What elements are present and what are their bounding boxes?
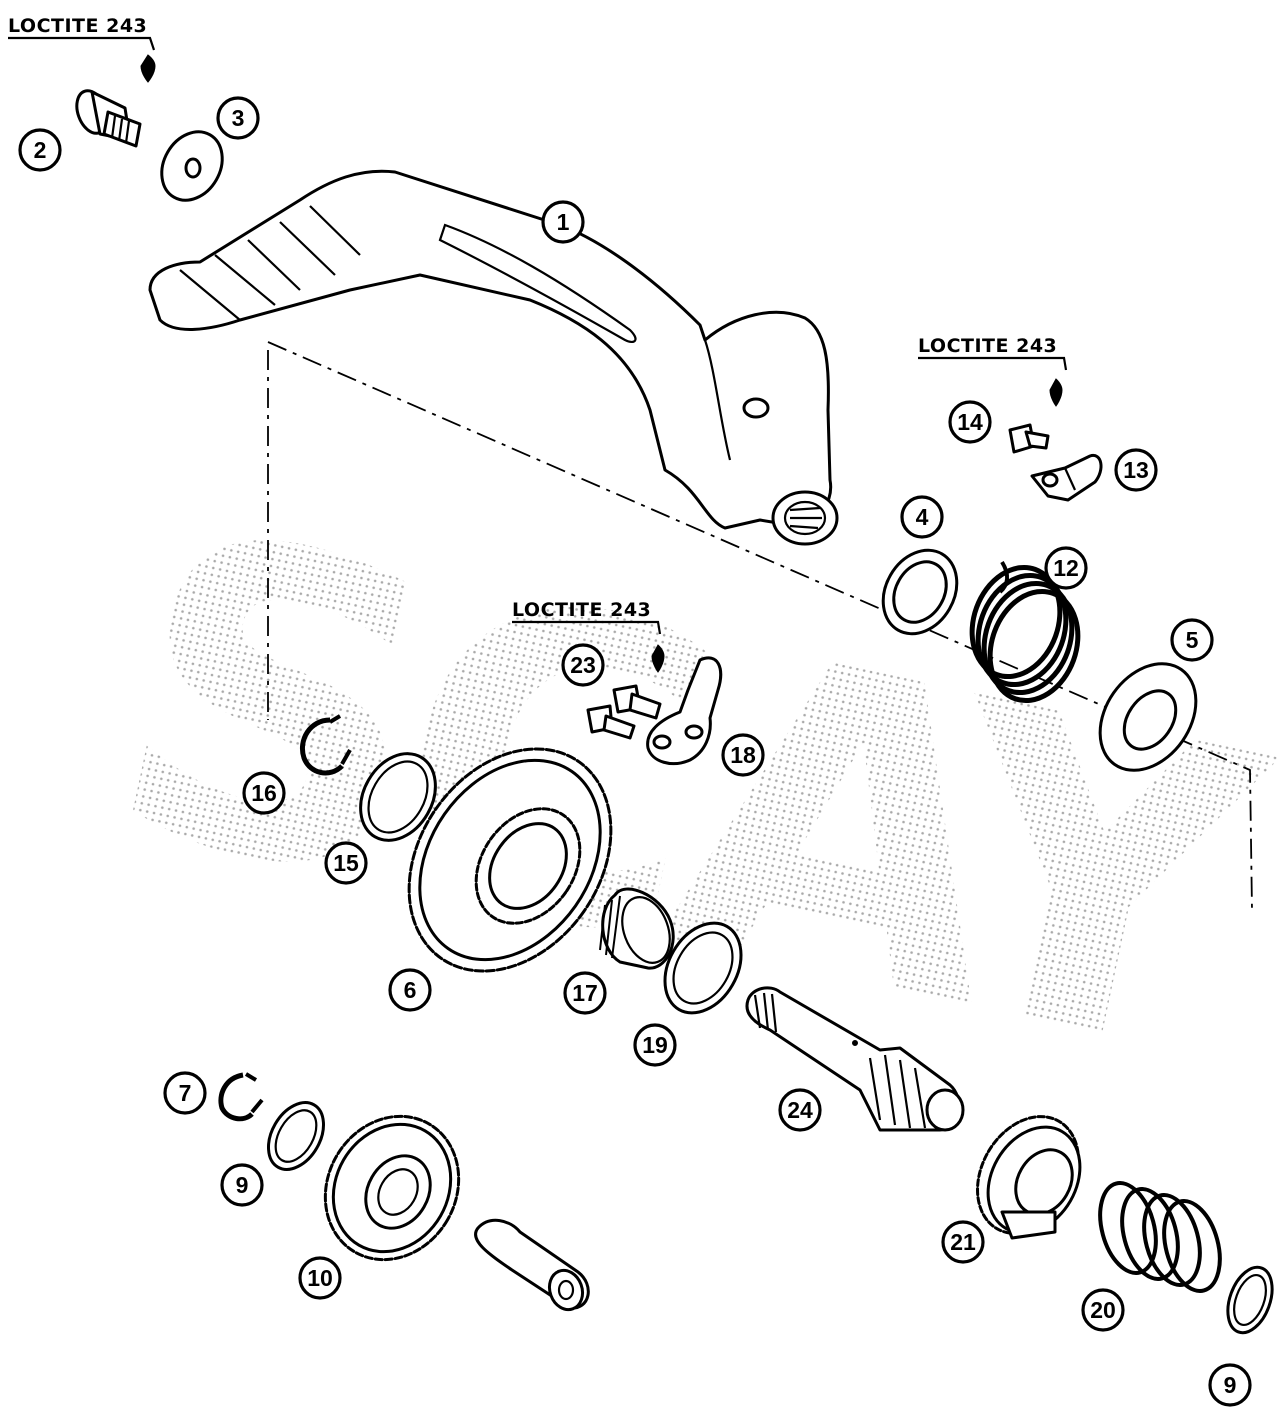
callout-19: 19 — [633, 1023, 677, 1067]
callout-number: 10 — [307, 1265, 333, 1291]
kick-spring-12 — [969, 560, 1081, 704]
bushing — [474, 1218, 590, 1312]
callout-number: 23 — [570, 652, 596, 678]
callout-number: 12 — [1053, 555, 1079, 581]
callout-circle — [541, 200, 585, 244]
callout-circle — [324, 841, 368, 885]
screws-23 — [586, 684, 662, 740]
ratchet-guide-18 — [646, 656, 723, 765]
callout-circle — [1170, 618, 1214, 662]
callout-circle — [561, 643, 605, 687]
callout-number: 14 — [957, 409, 983, 435]
callout-number: 4 — [916, 504, 929, 530]
callout-circle — [1044, 546, 1088, 590]
callout-21: 21 — [941, 1220, 985, 1264]
thrust-washer-5 — [1098, 662, 1198, 772]
callout-number: 1 — [557, 209, 570, 235]
callout-9: 9 — [1208, 1363, 1252, 1407]
callout-1: 1 — [541, 200, 585, 244]
washer-15 — [359, 752, 437, 842]
callout-circle — [1081, 1288, 1125, 1332]
callout-13: 13 — [1114, 448, 1158, 492]
callout-circle — [163, 1071, 207, 1115]
callout-circle — [941, 1220, 985, 1264]
callout-12: 12 — [1044, 546, 1088, 590]
kick-gear-6 — [407, 747, 613, 973]
callout-number: 20 — [1090, 1297, 1116, 1323]
screw-14 — [1008, 423, 1050, 454]
callout-circle — [778, 1088, 822, 1132]
ratchet-wheel-21 — [976, 1115, 1082, 1240]
callout-circle — [563, 971, 607, 1015]
washer-9-right — [1226, 1265, 1274, 1335]
callout-circle — [948, 400, 992, 444]
callout-circle — [242, 771, 286, 815]
callout-number: 9 — [236, 1172, 249, 1198]
washer-9-left — [267, 1101, 325, 1171]
kick-shaft-24 — [745, 986, 965, 1132]
callout-number: 7 — [179, 1080, 192, 1106]
callout-circle — [388, 968, 432, 1012]
callout-number: 16 — [251, 780, 277, 806]
circlip-16 — [300, 714, 352, 776]
assembly-axis-lines — [267, 341, 1253, 911]
callout-circle — [1114, 448, 1158, 492]
callout-10: 10 — [298, 1256, 342, 1300]
callout-circle — [298, 1256, 342, 1300]
loctite-label: LOCTITE 243 — [512, 599, 651, 621]
callout-number: 21 — [950, 1229, 976, 1255]
needle-bearing-17 — [599, 887, 675, 970]
callout-2: 2 — [18, 128, 62, 172]
callout-number: 2 — [34, 137, 47, 163]
kick-starter-lever — [148, 169, 839, 546]
callout-3: 3 — [216, 96, 260, 140]
callout-9: 9 — [220, 1163, 264, 1207]
ratchet-spring-20 — [1098, 1181, 1222, 1293]
callout-7: 7 — [163, 1071, 207, 1115]
loctite-label: LOCTITE 243 — [918, 335, 1057, 357]
idler-gear-10 — [323, 1114, 461, 1262]
callout-6: 6 — [388, 968, 432, 1012]
callout-circle — [1208, 1363, 1252, 1407]
callout-23: 23 — [561, 643, 605, 687]
washer-19 — [663, 921, 743, 1015]
callout-number: 19 — [642, 1032, 668, 1058]
callout-circle — [216, 96, 260, 140]
callout-circle — [900, 495, 944, 539]
callout-circle — [721, 733, 765, 777]
callout-circle — [633, 1023, 677, 1067]
callout-5: 5 — [1170, 618, 1214, 662]
callout-15: 15 — [324, 841, 368, 885]
loctite-note-1: LOCTITE 243 — [8, 15, 156, 83]
loctite-note-2: LOCTITE 243 — [918, 335, 1068, 407]
callout-number: 15 — [333, 850, 359, 876]
callout-4: 4 — [900, 495, 944, 539]
callout-17: 17 — [563, 971, 607, 1015]
callout-number: 24 — [787, 1097, 813, 1123]
loctite-note-3: LOCTITE 243 — [512, 599, 665, 673]
circlip-7 — [218, 1072, 264, 1122]
stop-plate-13 — [1030, 453, 1103, 502]
callout-18: 18 — [721, 733, 765, 777]
callout-number: 3 — [232, 105, 245, 131]
washer-3 — [160, 130, 224, 202]
callout-24: 24 — [778, 1088, 822, 1132]
callout-20: 20 — [1081, 1288, 1125, 1332]
callout-14: 14 — [948, 400, 992, 444]
callout-number: 17 — [572, 980, 598, 1006]
callout-16: 16 — [242, 771, 286, 815]
callout-circle — [18, 128, 62, 172]
callout-circle — [220, 1163, 264, 1207]
callout-number: 9 — [1224, 1372, 1237, 1398]
loctite-label: LOCTITE 243 — [8, 15, 147, 37]
callout-number: 5 — [1186, 627, 1199, 653]
callout-number: 6 — [404, 977, 417, 1003]
callout-number: 13 — [1123, 457, 1149, 483]
countersunk-screw-2 — [75, 89, 142, 148]
callout-number: 18 — [730, 742, 756, 768]
seal-ring-4 — [881, 548, 959, 636]
